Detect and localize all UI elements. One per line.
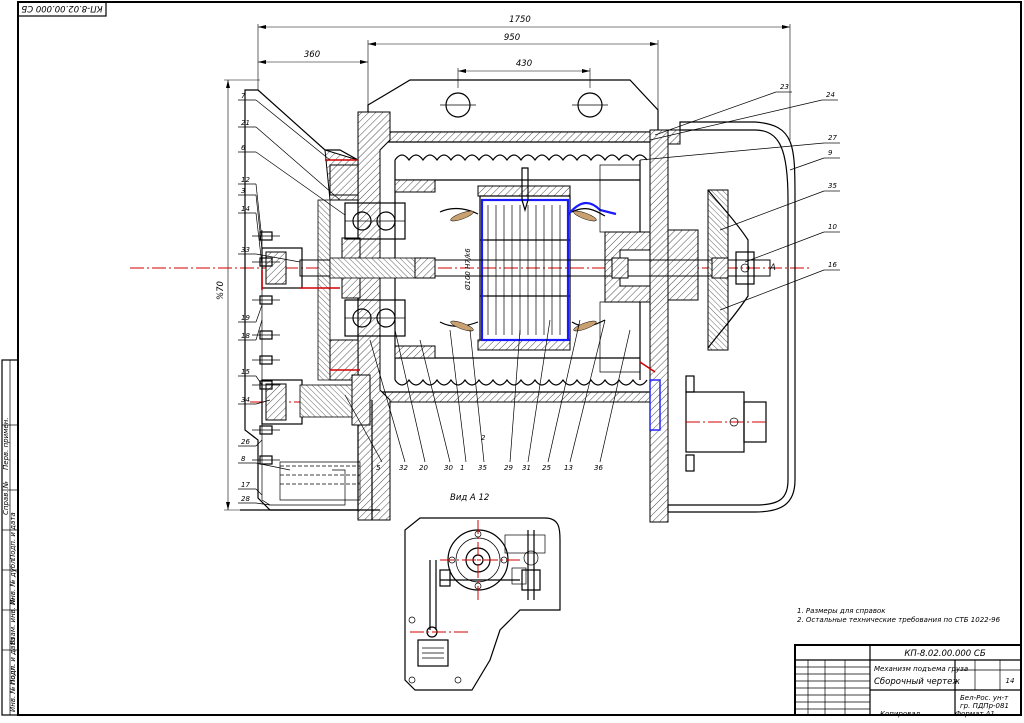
frame-stamp: КП-8.02.00.000 СБ <box>17 1 107 17</box>
leader-label-left-21: 21 <box>241 119 250 127</box>
dim-360: 360 <box>304 50 320 60</box>
leader-label-right-16: 16 <box>828 261 837 269</box>
leader-label-bottom-1: 1 <box>460 464 464 472</box>
leader-label-left-34: 34 <box>241 396 250 404</box>
bearing-lower <box>344 299 406 337</box>
label-fit: Ø100 H7/k6 <box>464 248 472 291</box>
leader-label-bottom-5: 5 <box>376 464 381 472</box>
leader-label-right-35: 35 <box>828 182 837 190</box>
label-inner-2: 2 <box>481 434 486 442</box>
leader-label-bottom-29: 29 <box>504 464 513 472</box>
drum-grooves-bottom <box>394 378 648 386</box>
strip-label-4: Инв. № дубл. <box>9 557 17 605</box>
leader-label-left-33: 33 <box>241 246 250 254</box>
leader-label-right-24: 24 <box>826 91 835 99</box>
dim-950: 950 <box>504 33 520 43</box>
leader-label-left-15: 15 <box>241 368 250 376</box>
strip-label-1: Перв. примен. <box>2 417 10 470</box>
leader-label-bottom-25: 25 <box>542 464 551 472</box>
drum-grooves-top <box>394 154 648 162</box>
leader-label-left-19: 19 <box>241 314 250 322</box>
left-binding-strip: Перв. примен. Справ. № Подп. и дата Инв.… <box>1 359 19 716</box>
main-housing <box>240 79 796 523</box>
leader-label-right-23: 23 <box>780 83 789 91</box>
strip-label-6: Подп. и дата <box>9 637 17 685</box>
leader-label-right-10: 10 <box>828 223 837 231</box>
leader-label-bottom-13: 13 <box>564 464 573 472</box>
technical-notes: 1. Размеры для справок 2. Остальные техн… <box>797 607 1001 624</box>
leader-label-left-17: 17 <box>241 481 250 489</box>
title-name-line2: Сборочный чертеж <box>874 677 960 687</box>
title-sheets: 14 <box>1006 677 1015 685</box>
leader-label-right-9: 9 <box>828 149 833 157</box>
note-1: 1. Размеры для справок <box>797 607 886 615</box>
leader-label-bottom-30: 30 <box>444 464 453 472</box>
leader-label-bottom-31: 31 <box>522 464 531 472</box>
strip-label-2: Справ. № <box>2 481 10 515</box>
title-org-1: Бел-Рос. ун-т <box>960 694 1009 702</box>
title-org-2: гр. ПДПр-081 <box>960 702 1009 710</box>
svg-text:КП-8.02.00.000 СБ: КП-8.02.00.000 СБ <box>21 3 102 13</box>
leader-label-bottom-35: 35 <box>478 464 487 472</box>
leader-label-left-28: 28 <box>241 495 250 503</box>
leader-label-bottom-20: 20 <box>419 464 428 472</box>
leader-labels: 2 Ø100 H7/k6 A 7216123143319181534268172… <box>238 83 840 506</box>
leader-label-left-18: 18 <box>241 332 250 340</box>
view-a: Вид A 12 <box>404 493 561 691</box>
leader-label-left-14: 14 <box>241 205 250 213</box>
strip-label-7: Инв. № подл. <box>9 664 17 712</box>
title-designation: КП-8.02.00.000 СБ <box>904 649 985 659</box>
leader-label-bottom-32: 32 <box>399 464 408 472</box>
strip-label-3: Подп. и дата <box>9 512 17 560</box>
dim-1750: 1750 <box>509 15 531 25</box>
note-2: 2. Остальные технические требования по С… <box>797 616 1001 624</box>
section-mark-a: A <box>769 263 776 273</box>
leader-label-left-12: 12 <box>241 176 250 184</box>
title-block: КП-8.02.00.000 СБ Механизм подъема груза… <box>794 644 1022 718</box>
leader-label-left-26: 26 <box>241 438 250 446</box>
title-format: Формат А1 <box>955 710 995 718</box>
dim-height: %70 <box>216 281 226 300</box>
dimension-lines: 1750 950 430 360 %70 <box>216 15 791 511</box>
view-label: Вид A 12 <box>450 493 489 503</box>
title-name-line1: Механизм подъема груза <box>874 665 968 673</box>
sheet-frame <box>17 1 1022 716</box>
leader-label-left-8: 8 <box>241 455 246 463</box>
dim-430: 430 <box>516 59 532 69</box>
leader-label-left-3: 3 <box>241 187 245 195</box>
motor-winding <box>480 198 570 342</box>
stator-laminations <box>480 205 570 335</box>
left-cover-bolts <box>252 231 280 465</box>
leader-label-bottom-36: 36 <box>594 464 603 472</box>
strip-label-5: Взам. инв. № <box>9 597 17 645</box>
leader-label-right-27: 27 <box>828 134 837 142</box>
leader-label-left-7: 7 <box>241 92 246 100</box>
title-copied: Копировал <box>880 710 921 718</box>
fan-cover <box>667 121 796 513</box>
leader-label-left-6: 6 <box>241 144 246 152</box>
